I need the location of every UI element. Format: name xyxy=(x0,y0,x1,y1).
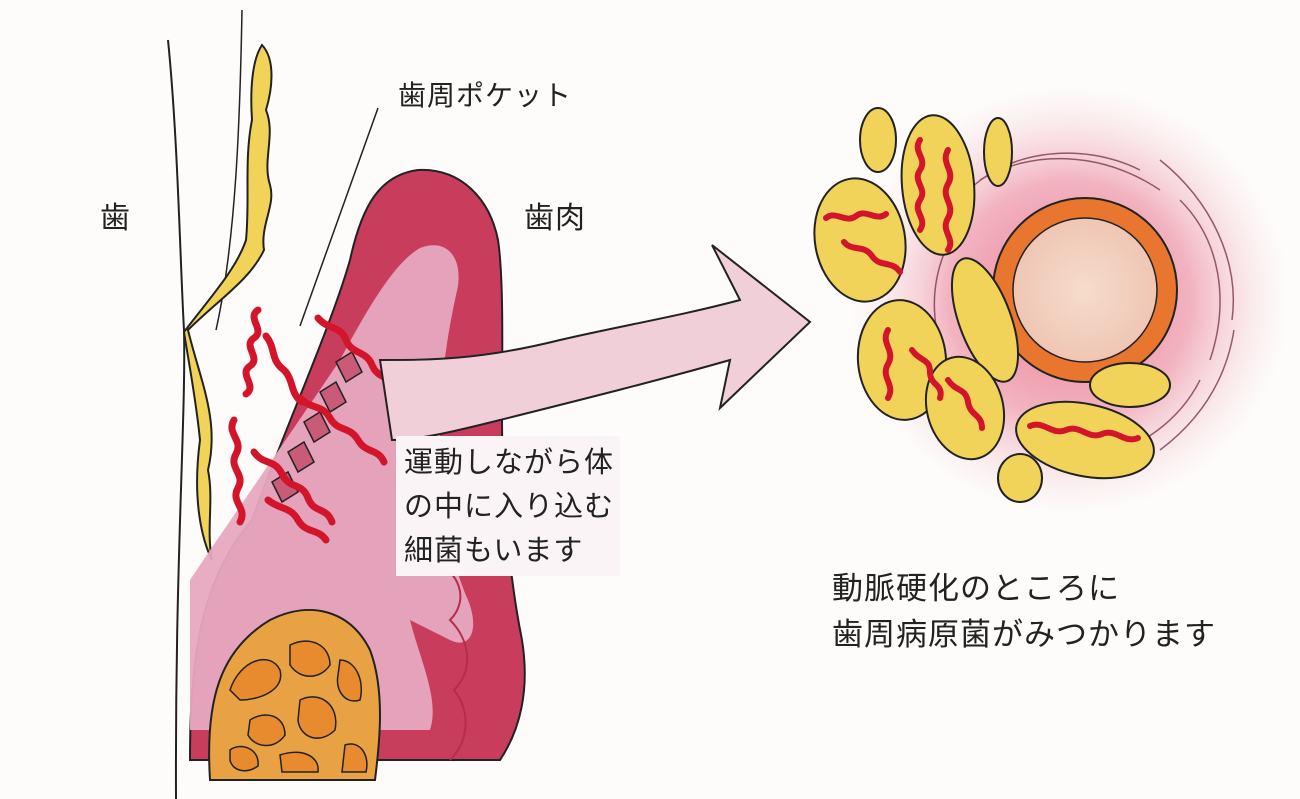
tooth-surface-line xyxy=(168,40,184,799)
artery-caption-line: 歯周病原菌がみつかります xyxy=(832,612,1216,658)
artery-caption: 動脈硬化のところに 歯周病原菌がみつかります xyxy=(832,566,1216,658)
invasion-caption-line: 細菌もいます xyxy=(404,528,614,572)
invasion-caption: 運動しながら体 の中に入り込む 細菌もいます xyxy=(396,436,620,576)
artery-caption-line: 動脈硬化のところに xyxy=(832,566,1216,612)
invasion-caption-line: の中に入り込む xyxy=(404,484,614,528)
invasion-caption-line: 運動しながら体 xyxy=(404,440,614,484)
vessel-lumen xyxy=(1013,218,1157,362)
tooth-label: 歯 xyxy=(100,204,131,234)
pocket-label: 歯周ポケット xyxy=(398,82,572,110)
gum-label: 歯肉 xyxy=(524,204,586,234)
